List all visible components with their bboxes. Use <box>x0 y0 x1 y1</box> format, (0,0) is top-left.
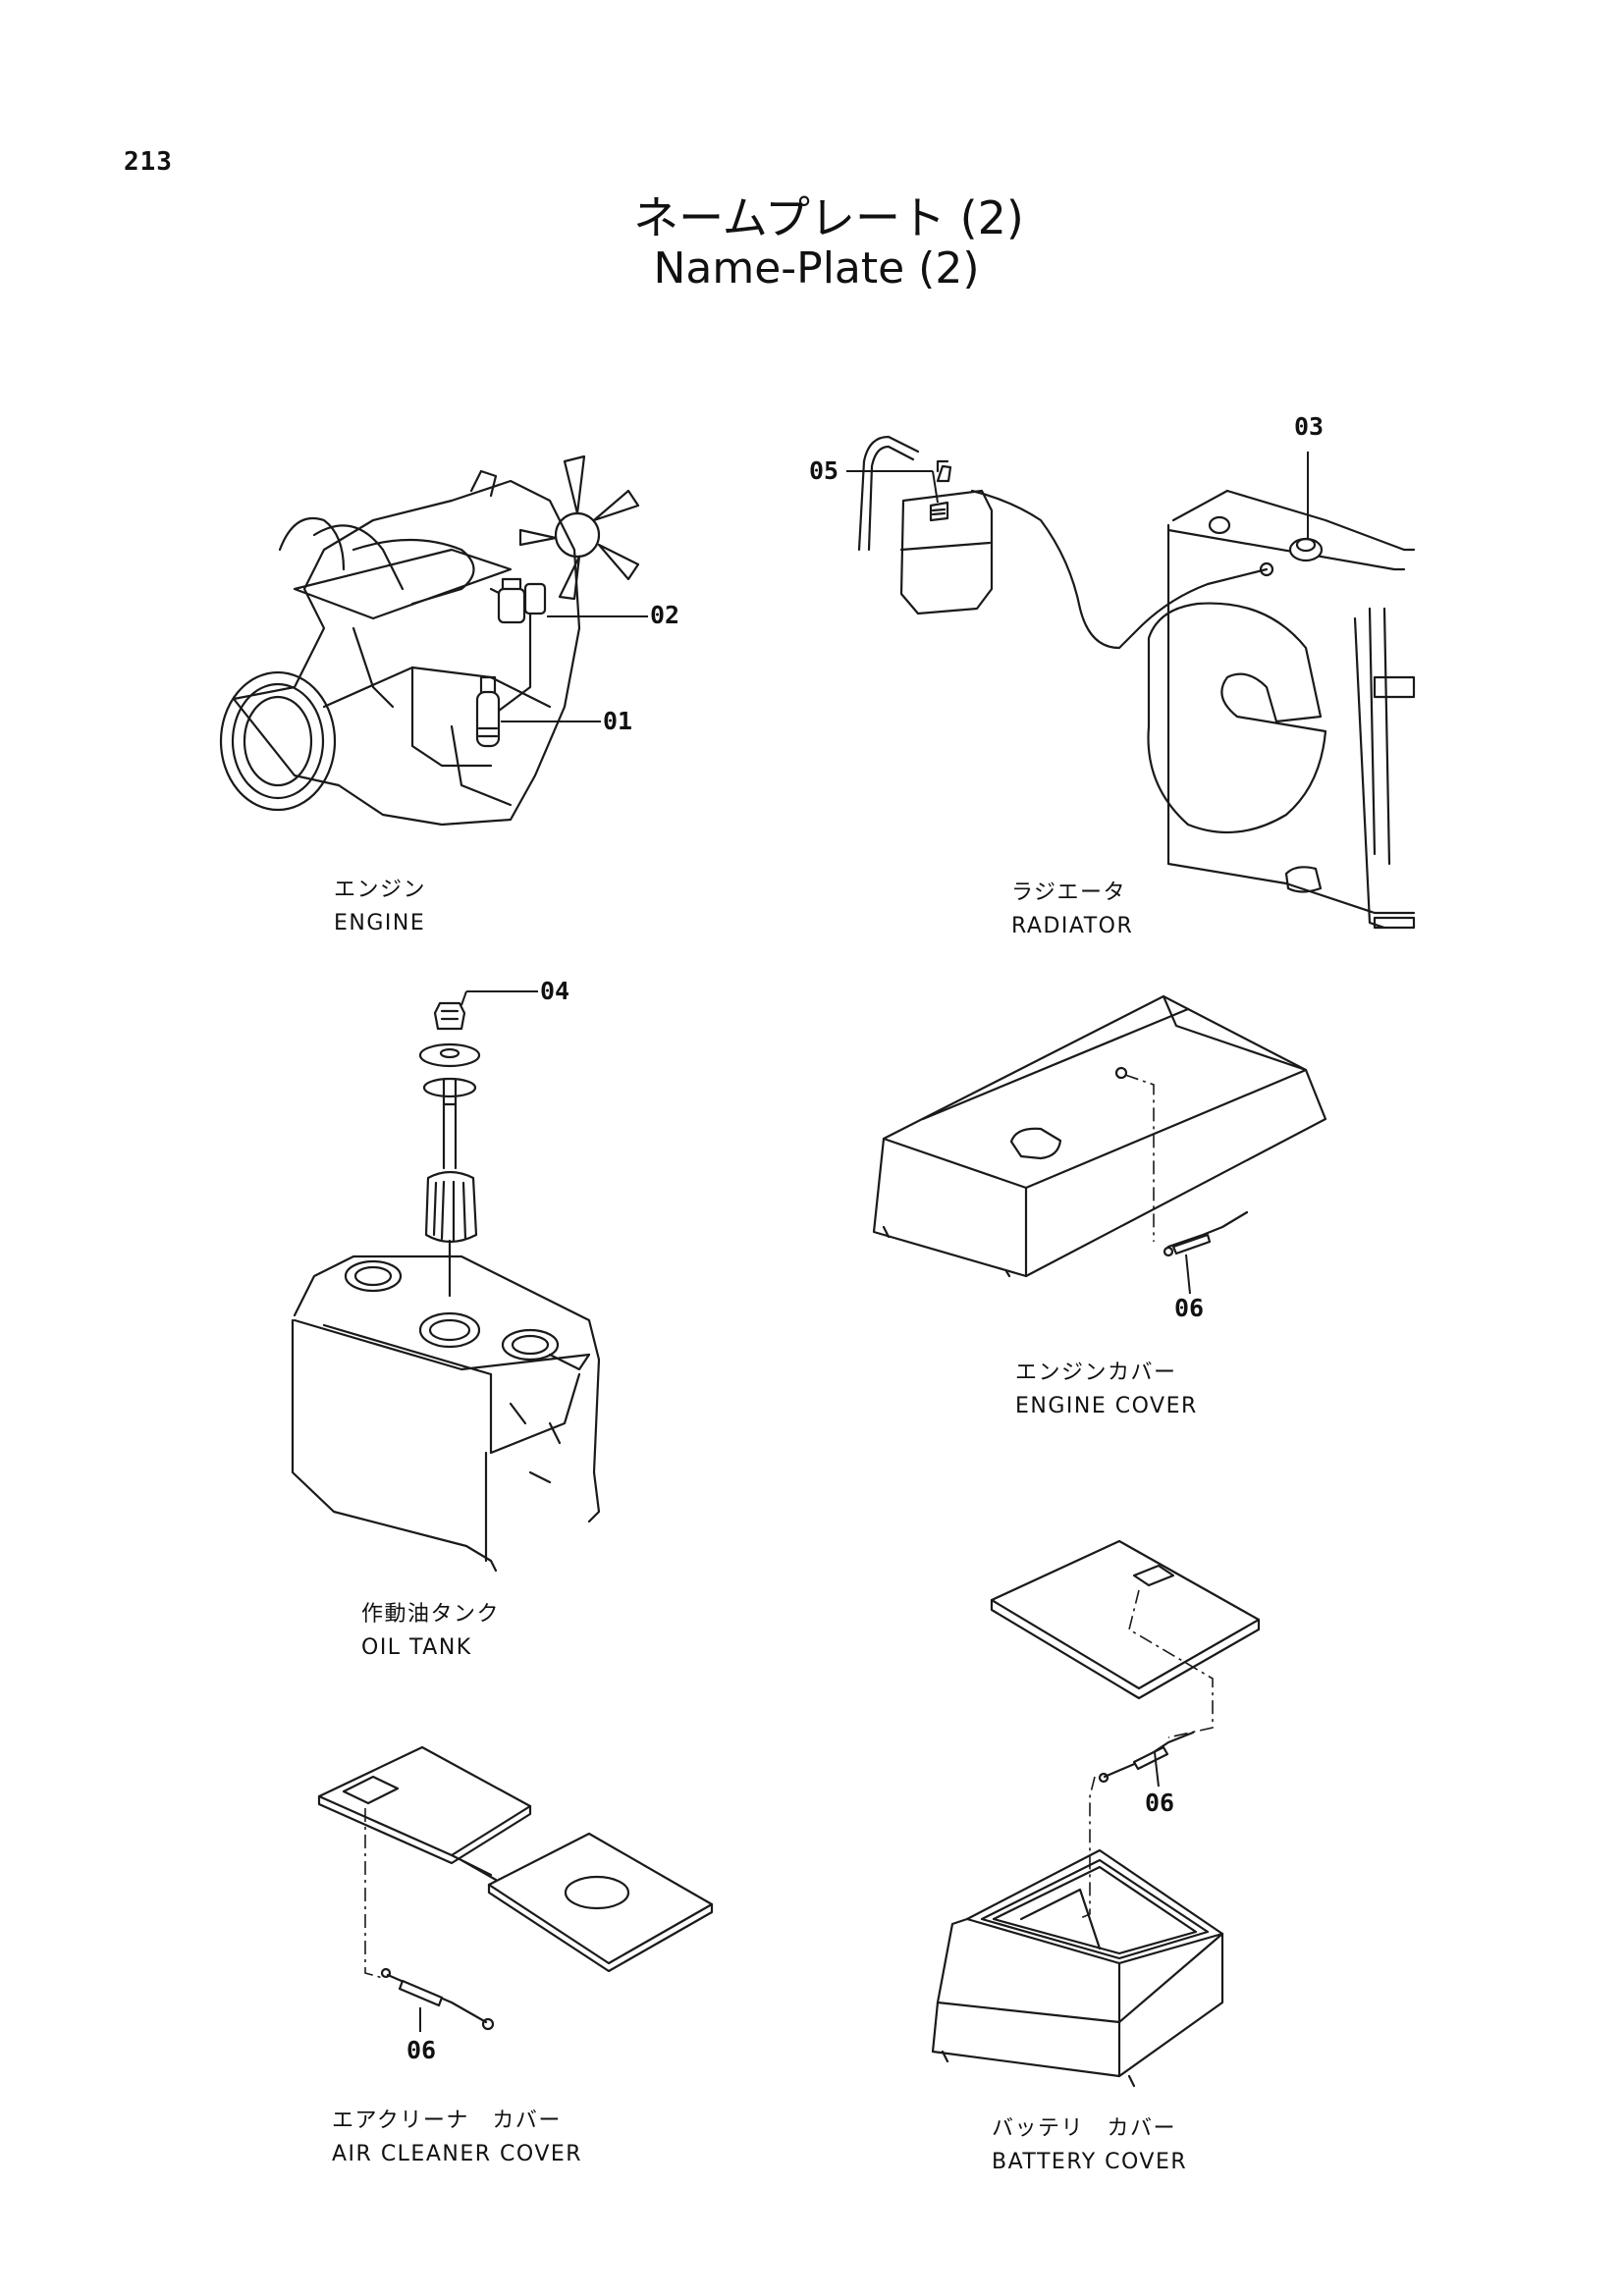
callout-06-battery-cover: 06 <box>1145 1789 1175 1817</box>
callout-04: 04 <box>540 977 570 1005</box>
caption-radiator: ラジエータ RADIATOR <box>1011 877 1133 943</box>
caption-air-cleaner-cover: エアクリーナ カバー AIR CLEANER COVER <box>332 2105 582 2171</box>
callout-05: 05 <box>809 456 839 485</box>
caption-battery-cover-en: BATTERY COVER <box>992 2150 1188 2174</box>
air-cleaner-cover-drawing <box>317 1745 714 2031</box>
caption-battery-cover: バッテリ カバー BATTERY COVER <box>992 2112 1187 2179</box>
caption-engine-cover-en: ENGINE COVER <box>1015 1394 1198 1418</box>
callout-01: 01 <box>603 707 633 735</box>
callout-06-air-cleaner-cover: 06 <box>406 2036 437 2064</box>
page-number: 213 <box>124 147 173 177</box>
oil-tank-drawing <box>291 990 601 1573</box>
caption-oil-tank-en: OIL TANK <box>361 1635 472 1660</box>
caption-air-cleaner-cover-jp: エアクリーナ カバー <box>332 2109 562 2133</box>
page-title-japanese: ネームプレート (2) <box>633 191 1024 244</box>
callout-03: 03 <box>1294 412 1325 441</box>
engine-drawing <box>219 454 648 827</box>
caption-engine-cover: エンジンカバー ENGINE COVER <box>1015 1357 1198 1423</box>
battery-cover-drawing <box>931 1539 1261 2088</box>
caption-radiator-jp: ラジエータ <box>1011 881 1127 905</box>
caption-engine-jp: エンジン <box>334 878 427 902</box>
caption-radiator-en: RADIATOR <box>1011 914 1134 938</box>
callout-02: 02 <box>650 601 680 629</box>
caption-battery-cover-jp: バッテリ カバー <box>992 2116 1177 2141</box>
caption-oil-tank-jp: 作動油タンク <box>361 1602 501 1627</box>
caption-engine-en: ENGINE <box>334 911 426 935</box>
engine-cover-drawing <box>872 994 1327 1278</box>
radiator-drawing <box>846 435 1416 930</box>
caption-oil-tank: 作動油タンク OIL TANK <box>361 1598 500 1665</box>
page-title-english: Name-Plate (2) <box>653 243 980 294</box>
caption-engine-cover-jp: エンジンカバー <box>1015 1361 1177 1385</box>
caption-air-cleaner-cover-en: AIR CLEANER COVER <box>332 2142 583 2166</box>
caption-engine: エンジン ENGINE <box>334 874 426 940</box>
callout-06-engine-cover: 06 <box>1174 1294 1205 1322</box>
